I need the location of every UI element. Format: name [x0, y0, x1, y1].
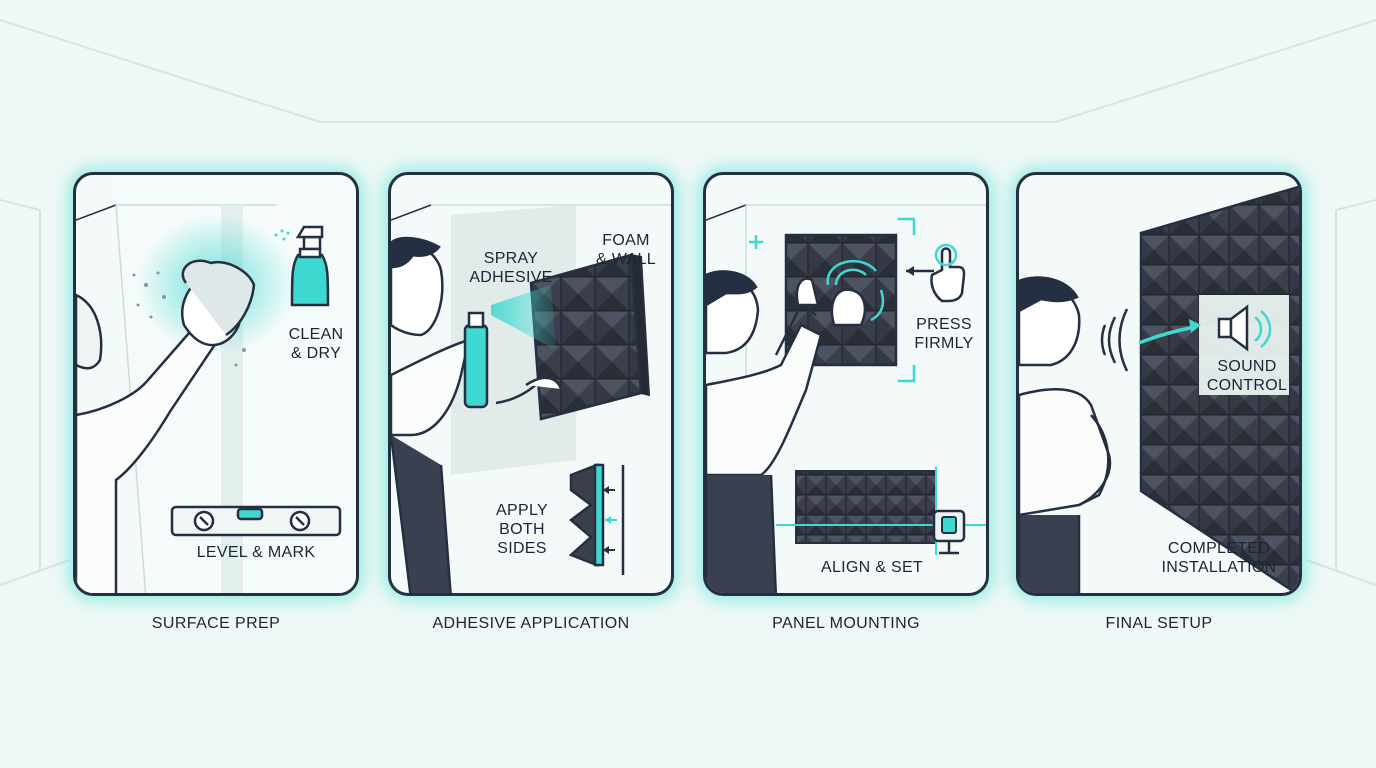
caption-panel-mounting: PANEL MOUNTING: [772, 615, 920, 632]
step-panel-final-setup: SOUND CONTROL COMPLETED INSTALLATION: [1016, 172, 1302, 596]
step-panel-adhesive-application: SPRAY ADHESIVE FOAM & WALL APPLY BOTH SI…: [388, 172, 674, 596]
spray-bottle-icon: [274, 225, 330, 307]
step-panel-surface-prep: CLEAN & DRY LEVEL & MARK: [73, 172, 359, 596]
label-sound-control: SOUND CONTROL: [1206, 358, 1288, 394]
person-pressing: [706, 270, 867, 593]
person-spraying: [391, 236, 563, 593]
speaker-icon: [1217, 304, 1272, 352]
person-cleaning: [76, 259, 256, 593]
step-panel-panel-mounting: PRESS FIRMLY ALIGN & SET: [703, 172, 989, 596]
laser-level-icon: [776, 467, 986, 555]
foam-panel-icon: [529, 253, 651, 421]
label-foam-wall: FOAM & WALL: [596, 232, 656, 268]
caption-final-setup: FINAL SETUP: [1105, 615, 1213, 632]
person-standing: [1019, 276, 1112, 593]
pointing-hand-icon: [906, 243, 966, 303]
sound-wave-icon: [1100, 308, 1129, 372]
label-align-set: ALIGN & SET: [821, 559, 923, 576]
caption-surface-prep: SURFACE PREP: [151, 615, 281, 632]
label-clean-dry: CLEAN & DRY: [288, 326, 344, 362]
level-tool-icon: [170, 505, 342, 537]
label-apply-both-sides: APPLY BOTH SIDES: [496, 502, 548, 557]
caption-adhesive-application: ADHESIVE APPLICATION: [432, 615, 630, 632]
label-press-firmly: PRESS FIRMLY: [914, 316, 974, 352]
label-level-mark: LEVEL & MARK: [196, 544, 316, 561]
apply-both-sides-diagram: [568, 463, 625, 575]
label-completed-installation: COMPLETED INSTALLATION: [1161, 540, 1277, 576]
label-spray-adhesive: SPRAY ADHESIVE: [469, 250, 553, 286]
